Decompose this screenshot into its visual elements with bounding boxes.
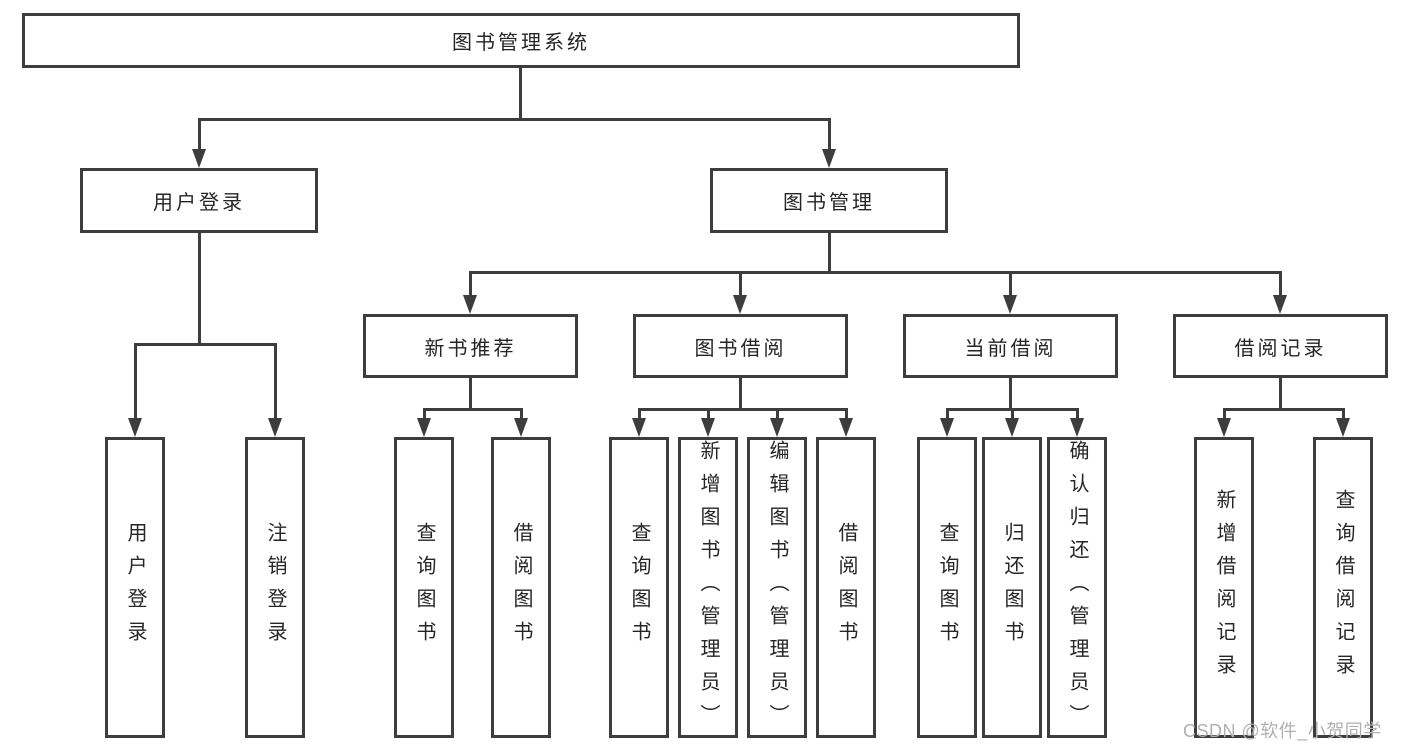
connector-leaf-stem: [706, 410, 710, 420]
leaf-borrow-book-1-label: 借阅图书: [510, 521, 532, 654]
node-user-login: 用户登录: [80, 168, 318, 233]
arrowhead-leaf: [1336, 418, 1350, 437]
arrowhead-current-borrow: [1003, 295, 1017, 314]
leaf-add-book-admin: 新增图书（管理员）: [678, 437, 738, 738]
connector-user-login-split: [133, 343, 277, 346]
leaf-confirm-return-admin: 确认归还（管理员）: [1047, 437, 1107, 738]
connector-leaf-stem: [1341, 410, 1345, 420]
connector-borrow-record-stem: [1278, 378, 1282, 409]
arrowhead-leaf: [770, 418, 784, 437]
leaf-edit-book-admin: 编辑图书（管理员）: [747, 437, 807, 738]
node-current-borrow: 当前借阅: [903, 314, 1118, 378]
connector-leaf-stem: [519, 410, 523, 420]
connector-book-mgmt-stem: [827, 233, 831, 271]
arrowhead-leaf: [514, 418, 528, 437]
arrowhead-book-borrow: [733, 295, 747, 314]
leaf-logout-label: 注销登录: [264, 521, 286, 654]
leaf-return-book-label: 归还图书: [1001, 521, 1023, 654]
leaf-query-borrow-record-label: 查询借阅记录: [1332, 488, 1354, 687]
leaf-query-book-3: 查询图书: [917, 437, 977, 738]
leaf-return-book: 归还图书: [982, 437, 1042, 738]
leaf-borrow-book-2: 借阅图书: [816, 437, 876, 738]
arrowhead-leaf-user-login: [128, 418, 142, 437]
connector-leaf-stem: [945, 410, 949, 420]
node-new-book-recommend: 新书推荐: [363, 314, 578, 378]
connector-root-stem: [518, 68, 522, 119]
node-root-library-system: 图书管理系统: [22, 13, 1020, 68]
arrowhead-user-login: [192, 149, 206, 168]
leaf-edit-book-admin-label: 编辑图书（管理员）: [766, 440, 788, 737]
connector-new-book-stem: [468, 378, 472, 409]
leaf-user-login-label: 用户登录: [124, 521, 146, 654]
leaf-query-book-1-label: 查询图书: [413, 521, 435, 654]
arrowhead-leaf: [940, 418, 954, 437]
connector-to-new-book: [468, 273, 472, 296]
arrowhead-leaf-logout: [268, 418, 282, 437]
connector-book-borrow-split: [637, 408, 848, 411]
arrowhead-leaf: [1217, 418, 1231, 437]
connector-leaf-stem: [1075, 410, 1079, 420]
connector-to-leaf-logout: [273, 345, 277, 419]
connector-to-current-borrow: [1008, 273, 1012, 296]
leaf-query-book-3-label: 查询图书: [936, 521, 958, 654]
leaf-user-login: 用户登录: [105, 437, 165, 738]
arrowhead-leaf: [417, 418, 431, 437]
connector-to-book-borrow: [738, 273, 742, 296]
connector-borrow-record-split: [1222, 408, 1345, 411]
connector-current-borrow-split: [945, 408, 1079, 411]
connector-leaf-stem: [637, 410, 641, 420]
connector-current-borrow-stem: [1008, 378, 1012, 409]
leaf-logout: 注销登录: [245, 437, 305, 738]
arrowhead-leaf: [1070, 418, 1084, 437]
connector-new-book-split: [422, 408, 523, 411]
csdn-watermark: CSDN @软件_小贺同学: [1183, 721, 1382, 741]
node-book-management: 图书管理: [710, 168, 948, 233]
connector-level3-split: [468, 271, 1282, 274]
connector-leaf-stem: [422, 410, 426, 420]
leaf-add-borrow-record-label: 新增借阅记录: [1213, 488, 1235, 687]
connector-to-borrow-record: [1278, 273, 1282, 296]
connector-leaf-stem: [1222, 410, 1226, 420]
leaf-borrow-book-1: 借阅图书: [491, 437, 551, 738]
connector-leaf-stem: [844, 410, 848, 420]
connector-to-leaf-user-login: [133, 345, 137, 419]
leaf-query-book-1: 查询图书: [394, 437, 454, 738]
connector-user-login-stem: [197, 233, 201, 344]
connector-to-user-login: [197, 120, 201, 150]
leaf-borrow-book-2-label: 借阅图书: [835, 521, 857, 654]
arrowhead-leaf: [701, 418, 715, 437]
leaf-query-book-2: 查询图书: [609, 437, 669, 738]
arrowhead-borrow-record: [1273, 295, 1287, 314]
arrowhead-leaf: [839, 418, 853, 437]
arrowhead-book-mgmt: [822, 149, 836, 168]
leaf-query-borrow-record: 查询借阅记录: [1313, 437, 1373, 738]
leaf-query-book-2-label: 查询图书: [628, 521, 650, 654]
node-book-borrow: 图书借阅: [633, 314, 848, 378]
arrowhead-leaf: [1005, 418, 1019, 437]
leaf-add-borrow-record: 新增借阅记录: [1194, 437, 1254, 738]
connector-to-book-mgmt: [827, 120, 831, 150]
arrowhead-leaf: [632, 418, 646, 437]
arrowhead-new-book: [463, 295, 477, 314]
connector-leaf-stem: [775, 410, 779, 420]
connector-level2-split: [197, 118, 831, 121]
leaf-confirm-return-admin-label: 确认归还（管理员）: [1066, 440, 1088, 737]
node-borrow-record: 借阅记录: [1173, 314, 1388, 378]
connector-leaf-stem: [1010, 410, 1014, 420]
connector-book-borrow-stem: [738, 378, 742, 409]
leaf-add-book-admin-label: 新增图书（管理员）: [697, 440, 719, 737]
